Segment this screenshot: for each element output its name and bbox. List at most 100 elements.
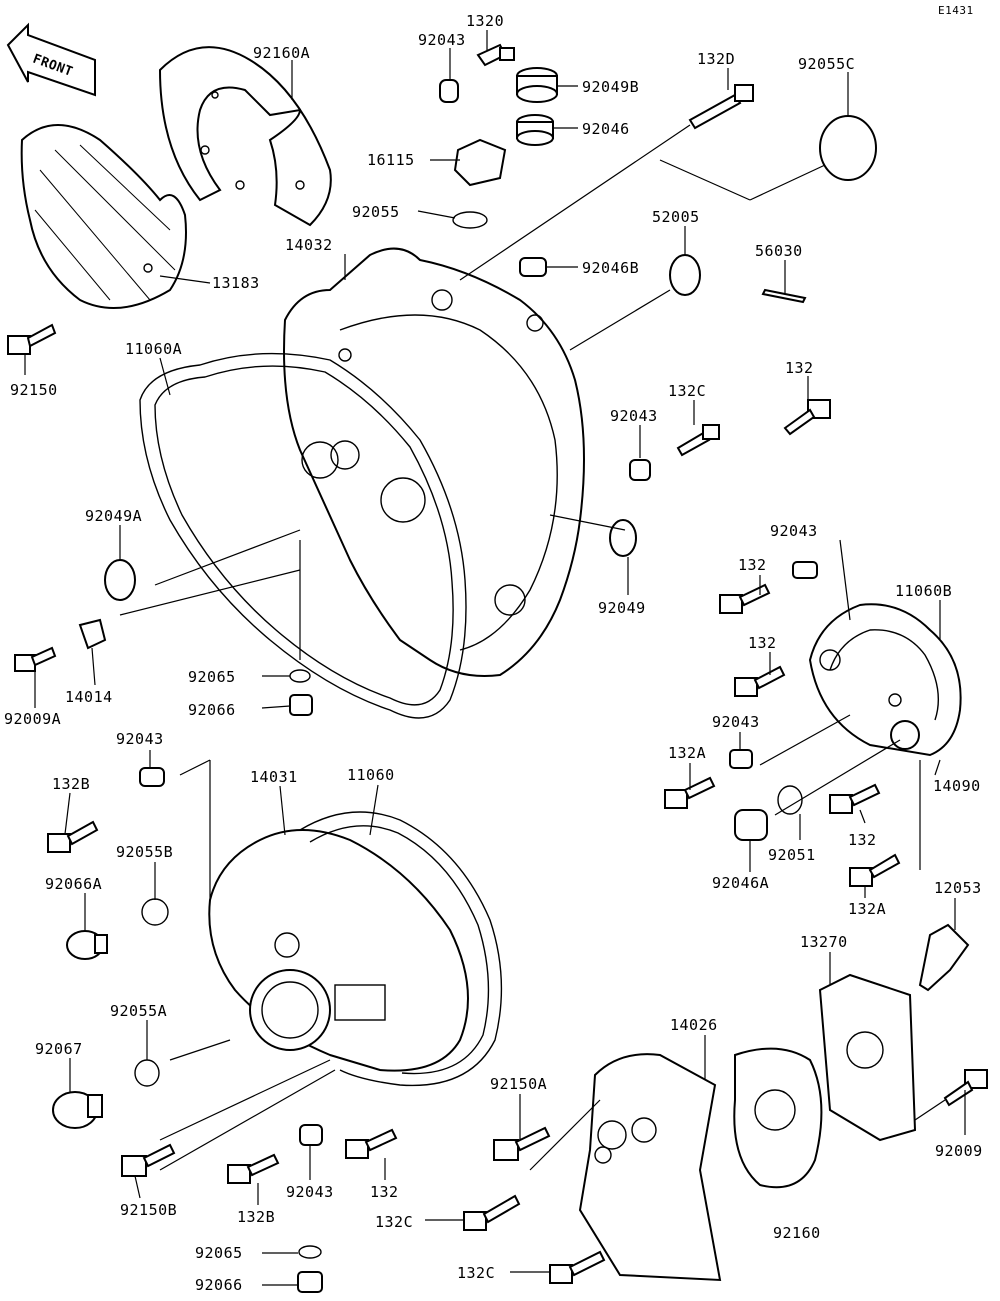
label-92055b: 92055B: [116, 843, 173, 861]
bolt-132a-2: [849, 853, 901, 887]
label-92043-r: 92043: [770, 522, 818, 540]
washer-92051: [777, 785, 803, 815]
crankcase-cover-14032: [283, 247, 585, 677]
oring-92055a: [134, 1059, 160, 1087]
oring-92055: [452, 211, 488, 229]
label-132c-mid: 132C: [668, 382, 706, 400]
label-13270: 13270: [800, 933, 848, 951]
bolt-132c-mid: [676, 424, 720, 457]
label-92043-r2: 92043: [712, 713, 760, 731]
label-92160: 92160: [773, 1224, 821, 1242]
label-92009a: 92009A: [4, 710, 61, 728]
plug-92066-b: [297, 1271, 323, 1293]
label-92055c: 92055C: [798, 55, 855, 73]
bolt-132-r2: [734, 665, 786, 697]
seal-92049: [609, 519, 637, 557]
label-92043-mid: 92043: [610, 407, 658, 425]
label-132c-b2: 132C: [457, 1264, 495, 1282]
label-14032: 14032: [285, 236, 333, 254]
plate-13270: [818, 973, 917, 1142]
label-14014: 14014: [65, 688, 113, 706]
plug-92067: [52, 1091, 103, 1129]
plug-92066-mid: [289, 694, 313, 716]
label-92067: 92067: [35, 1040, 83, 1058]
bolt-132-b: [345, 1128, 398, 1159]
dowel-92043-b: [299, 1124, 323, 1146]
label-16115: 16115: [367, 151, 415, 169]
bolt-132a-1: [664, 776, 716, 809]
dowel-92043-mid: [629, 459, 651, 481]
label-14026: 14026: [670, 1016, 718, 1034]
label-14031: 14031: [250, 768, 298, 786]
cover-14090: [808, 603, 962, 757]
label-132b-2: 132B: [237, 1208, 275, 1226]
bolt-132c-b1: [463, 1194, 521, 1231]
label-92066a: 92066A: [45, 875, 102, 893]
label-92160a: 92160A: [253, 44, 310, 62]
label-132a-2: 132A: [848, 900, 886, 918]
dowel-92043-r2: [729, 749, 753, 769]
label-11060b: 11060B: [895, 582, 952, 600]
bracket-12053: [918, 923, 970, 992]
label-92055a: 92055A: [110, 1002, 167, 1020]
label-92046a: 92046A: [712, 874, 769, 892]
plate-92160: [733, 1047, 823, 1189]
label-92051: 92051: [768, 846, 816, 864]
label-92150: 92150: [10, 381, 58, 399]
label-132d: 132D: [697, 50, 735, 68]
bushing-92049b: [516, 67, 558, 103]
label-132-r3: 132: [848, 831, 877, 849]
bearing-92046a: [734, 809, 768, 841]
cap-16115: [453, 138, 507, 187]
label-132c-b1: 132C: [375, 1213, 413, 1231]
bolt-132-r3: [829, 783, 881, 814]
label-92066-b: 92066: [195, 1276, 243, 1294]
label-132-r2: 132: [748, 634, 777, 652]
label-92150b: 92150B: [120, 1201, 177, 1219]
label-56030: 56030: [755, 242, 803, 260]
label-92046b: 92046B: [582, 259, 639, 277]
label-92055: 92055: [352, 203, 400, 221]
label-13183: 13183: [212, 274, 260, 292]
bolt-132: [783, 399, 831, 436]
clutch-cover-14031: [208, 829, 469, 1072]
gasket-11060: [299, 811, 503, 1087]
washer-92065-mid: [289, 669, 311, 683]
part-labels: 1320 92043 92160A 92049B 132D 92055C 920…: [4, 12, 982, 1294]
label-92043-b: 92043: [286, 1183, 334, 1201]
label-132: 132: [785, 359, 814, 377]
label-132-b: 132: [370, 1183, 399, 1201]
label-92049b: 92049B: [582, 78, 639, 96]
label-92046: 92046: [582, 120, 630, 138]
bearing-92046b: [519, 257, 547, 277]
dowel-92043-l: [139, 767, 165, 787]
label-92049a: 92049A: [85, 507, 142, 525]
bearing-92046: [516, 114, 554, 146]
label-92065-mid: 92065: [188, 668, 236, 686]
label-11060a: 11060A: [125, 340, 182, 358]
dowel-92043-top: [439, 79, 459, 103]
washer-92065-b: [298, 1245, 322, 1259]
oring-92055b: [141, 898, 169, 926]
bolt-92150a: [493, 1126, 551, 1161]
label-132-r1: 132: [738, 556, 767, 574]
label-132b-1: 132B: [52, 775, 90, 793]
plate-14014: [78, 618, 107, 650]
label-92150a: 92150A: [490, 1075, 547, 1093]
dowel-92043-r: [792, 561, 818, 579]
label-92066-mid: 92066: [188, 701, 236, 719]
label-12053: 12053: [934, 879, 982, 897]
oring-92055c: [819, 115, 877, 181]
bolt-1320-top: [476, 43, 515, 67]
front-arrow-icon: FRONT: [6, 22, 96, 97]
sprocket-cover-14026: [578, 1053, 722, 1282]
leader-lines: [24, 30, 966, 1286]
bolt-132b-2: [227, 1153, 280, 1184]
plug-92066a: [66, 930, 108, 960]
shield-92160a: [158, 46, 332, 227]
label-11060: 11060: [347, 766, 395, 784]
shield-13183: [20, 124, 187, 309]
bolt-92150: [7, 323, 57, 355]
